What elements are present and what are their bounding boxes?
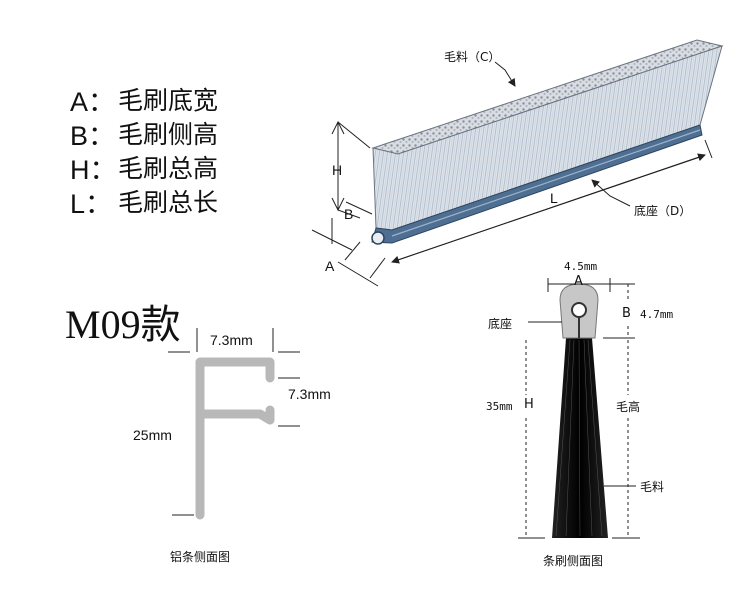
legend-key: H：: [70, 154, 117, 185]
bristle-label: 毛料（C）: [444, 50, 501, 64]
legend-text: 毛刷侧高: [118, 120, 219, 149]
model-title: M09款: [65, 302, 181, 347]
base-label: 底座（D）: [634, 204, 692, 218]
legend-text: 毛刷总高: [118, 154, 219, 183]
legend-key: B：: [70, 120, 116, 151]
legend-item-h: H： 毛刷总高: [70, 150, 219, 185]
legend-item-a: A： 毛刷底宽: [70, 82, 219, 117]
section-height-value: 35mm: [486, 400, 513, 413]
bristle-fan: [552, 338, 608, 538]
profile-arm-height: 7.3mm: [288, 386, 331, 402]
legend: A： 毛刷底宽 B： 毛刷侧高 H： 毛刷总高 L： 毛刷总长: [70, 82, 219, 219]
section-width-value: 4.5mm: [564, 260, 598, 273]
section-height-letter: H: [524, 397, 534, 412]
dim-b-letter: B: [344, 206, 354, 222]
legend-item-b: B： 毛刷侧高: [70, 116, 219, 151]
legend-text: 毛刷底宽: [118, 86, 219, 115]
dim-a-letter: A: [325, 258, 335, 274]
section-caption: 条刷侧面图: [543, 554, 604, 568]
profile-top-width: 7.3mm: [210, 332, 253, 348]
base-channel: [371, 124, 703, 244]
profile-total-height: 25mm: [133, 427, 172, 443]
dim-l-letter: L: [550, 190, 558, 206]
profile-caption: 铝条侧面图: [170, 550, 231, 564]
section-side-letter: B: [622, 306, 631, 321]
profile-shape: [195, 357, 275, 520]
section-bristle-height-label: 毛高: [616, 400, 641, 414]
legend-key: L：: [70, 188, 113, 219]
section-bristle-label: 毛料: [640, 480, 665, 494]
dim-h-letter: H: [332, 162, 343, 178]
legend-text: 毛刷总长: [118, 188, 219, 217]
section-width-letter: A: [574, 274, 583, 289]
legend-key: A：: [70, 86, 116, 117]
legend-item-l: L： 毛刷总长: [70, 184, 219, 219]
section-base-label: 底座: [488, 317, 513, 331]
section-side-value: 4.7mm: [640, 308, 674, 321]
